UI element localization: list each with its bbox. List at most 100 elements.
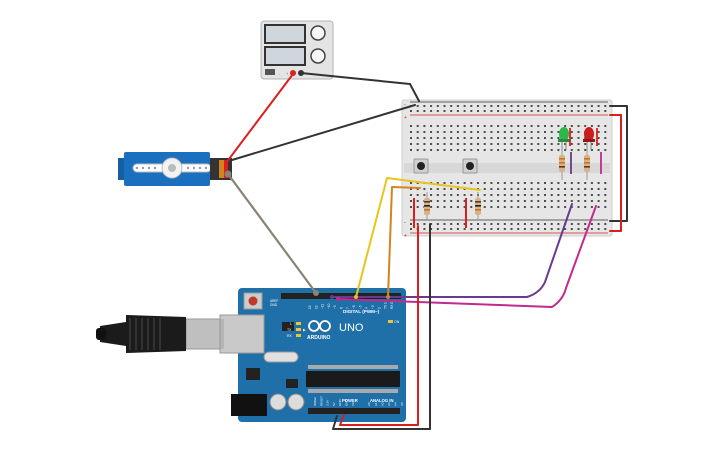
breadboard-hole[interactable] xyxy=(557,223,560,225)
breadboard-hole[interactable] xyxy=(537,194,540,196)
breadboard-hole[interactable] xyxy=(456,149,459,151)
breadboard-hole[interactable] xyxy=(544,131,546,133)
breadboard-hole[interactable] xyxy=(456,223,459,225)
breadboard-hole[interactable] xyxy=(523,188,526,190)
breadboard-hole[interactable] xyxy=(604,143,607,145)
servo-signal-arduino-pin[interactable] xyxy=(313,290,319,296)
breadboard-hole[interactable] xyxy=(597,194,600,196)
breadboard-hole[interactable] xyxy=(477,223,479,225)
breadboard-hole[interactable] xyxy=(590,194,593,196)
breadboard-hole[interactable] xyxy=(456,188,459,190)
breadboard-hole[interactable] xyxy=(530,143,533,145)
breadboard-hole[interactable] xyxy=(544,194,546,196)
breadboard-hole[interactable] xyxy=(463,194,466,196)
breadboard-hole[interactable] xyxy=(577,131,580,133)
wire-psu-ground-to-breadboard[interactable] xyxy=(300,72,420,102)
breadboard-hole[interactable] xyxy=(443,131,446,133)
breadboard-hole[interactable] xyxy=(517,223,520,225)
breadboard-hole[interactable] xyxy=(550,105,553,107)
breadboard-hole[interactable] xyxy=(483,105,486,107)
breadboard-hole[interactable] xyxy=(570,105,573,107)
breadboard-hole[interactable] xyxy=(550,137,553,139)
breadboard-hole[interactable] xyxy=(510,206,513,208)
purple-wire-pin[interactable] xyxy=(330,295,334,299)
breadboard-hole[interactable] xyxy=(497,110,500,112)
push-button-1[interactable] xyxy=(413,158,429,174)
breadboard-hole[interactable] xyxy=(463,125,466,127)
breadboard-hole[interactable] xyxy=(497,131,500,133)
breadboard-hole[interactable] xyxy=(604,131,607,133)
breadboard-hole[interactable] xyxy=(416,188,419,190)
breadboard-hole[interactable] xyxy=(423,131,426,133)
breadboard-hole[interactable] xyxy=(483,188,486,190)
breadboard-hole[interactable] xyxy=(577,110,580,112)
breadboard-hole[interactable] xyxy=(570,223,573,225)
breadboard-hole[interactable] xyxy=(497,143,500,145)
breadboard-hole[interactable] xyxy=(604,206,607,208)
breadboard-hole[interactable] xyxy=(597,206,600,208)
breadboard-hole[interactable] xyxy=(423,125,426,127)
breadboard-hole[interactable] xyxy=(490,194,493,196)
breadboard-hole[interactable] xyxy=(410,228,412,230)
breadboard-hole[interactable] xyxy=(584,105,587,107)
breadboard-hole[interactable] xyxy=(443,149,446,151)
wire-rail-ground-link[interactable] xyxy=(609,105,628,222)
breadboard-hole[interactable] xyxy=(570,110,573,112)
breadboard-hole[interactable] xyxy=(510,110,513,112)
breadboard-hole[interactable] xyxy=(470,149,473,151)
breadboard-hole[interactable] xyxy=(430,149,433,151)
breadboard-hole[interactable] xyxy=(544,149,546,151)
breadboard-hole[interactable] xyxy=(517,125,520,127)
breadboard-hole[interactable] xyxy=(463,137,466,139)
breadboard-hole[interactable] xyxy=(584,194,587,196)
breadboard-hole[interactable] xyxy=(564,194,567,196)
breadboard-hole[interactable] xyxy=(450,105,453,107)
breadboard-hole[interactable] xyxy=(503,228,506,230)
breadboard-hole[interactable] xyxy=(436,131,439,133)
breadboard-hole[interactable] xyxy=(523,200,526,202)
breadboard-hole[interactable] xyxy=(490,105,493,107)
breadboard-hole[interactable] xyxy=(564,143,567,145)
breadboard-hole[interactable] xyxy=(517,137,520,139)
breadboard-hole[interactable] xyxy=(410,223,412,225)
breadboard-hole[interactable] xyxy=(436,125,439,127)
breadboard-hole[interactable] xyxy=(597,228,600,230)
breadboard-hole[interactable] xyxy=(584,200,587,202)
breadboard-hole[interactable] xyxy=(463,206,466,208)
breadboard-hole[interactable] xyxy=(537,110,540,112)
breadboard-hole[interactable] xyxy=(410,200,412,202)
breadboard-hole[interactable] xyxy=(450,228,453,230)
breadboard-hole[interactable] xyxy=(450,188,453,190)
breadboard-hole[interactable] xyxy=(483,110,486,112)
breadboard-hole[interactable] xyxy=(570,143,573,145)
breadboard-hole[interactable] xyxy=(430,105,433,107)
breadboard-hole[interactable] xyxy=(456,110,459,112)
breadboard-hole[interactable] xyxy=(537,143,540,145)
breadboard-hole[interactable] xyxy=(490,223,493,225)
breadboard-hole[interactable] xyxy=(550,200,553,202)
breadboard-hole[interactable] xyxy=(544,206,546,208)
breadboard-hole[interactable] xyxy=(470,228,473,230)
breadboard-hole[interactable] xyxy=(590,206,593,208)
breadboard-hole[interactable] xyxy=(443,206,446,208)
breadboard-hole[interactable] xyxy=(530,110,533,112)
breadboard-hole[interactable] xyxy=(443,200,446,202)
breadboard-hole[interactable] xyxy=(530,182,533,184)
breadboard-hole[interactable] xyxy=(550,125,553,127)
breadboard-hole[interactable] xyxy=(570,188,573,190)
breadboard-hole[interactable] xyxy=(503,182,506,184)
breadboard-hole[interactable] xyxy=(430,131,433,133)
breadboard-hole[interactable] xyxy=(577,143,580,145)
breadboard-hole[interactable] xyxy=(456,131,459,133)
breadboard-hole[interactable] xyxy=(577,206,580,208)
breadboard-hole[interactable] xyxy=(597,131,600,133)
breadboard-hole[interactable] xyxy=(530,137,533,139)
breadboard-hole[interactable] xyxy=(564,200,567,202)
breadboard-hole[interactable] xyxy=(557,194,560,196)
breadboard-hole[interactable] xyxy=(450,131,453,133)
breadboard-hole[interactable] xyxy=(450,206,453,208)
magenta-wire-pin[interactable] xyxy=(336,297,340,301)
breadboard-hole[interactable] xyxy=(430,223,433,225)
breadboard-hole[interactable] xyxy=(510,182,513,184)
breadboard-hole[interactable] xyxy=(430,137,433,139)
